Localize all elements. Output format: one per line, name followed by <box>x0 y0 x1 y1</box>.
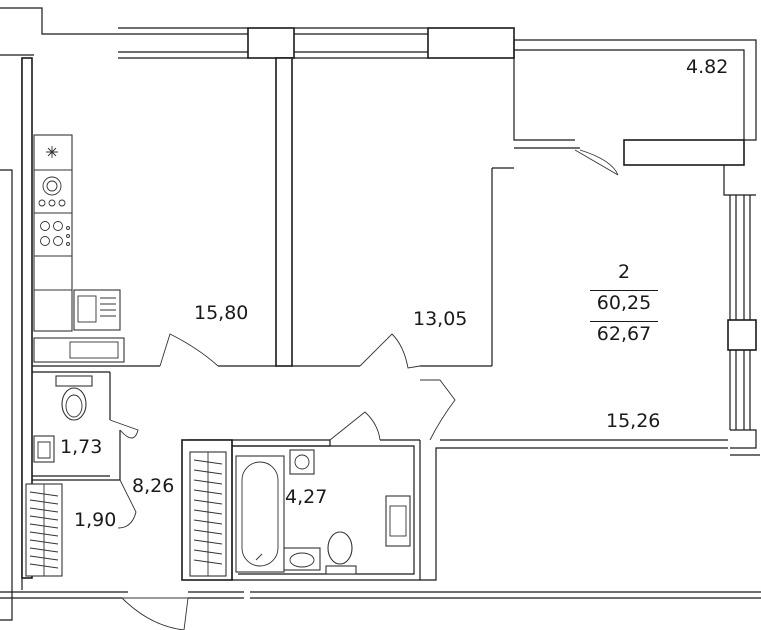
kitchen-unit <box>33 134 73 332</box>
toilet-icon <box>55 375 93 421</box>
hall-area: 8,26 <box>132 475 175 497</box>
living-area: 60,25 <box>596 292 652 314</box>
washing-machine-icon <box>38 176 66 207</box>
total-area: 62,67 <box>596 323 652 345</box>
bath-toilet-icon <box>325 531 357 575</box>
bathtub-icon <box>235 455 285 573</box>
balcony-area: 4.82 <box>686 56 729 78</box>
closet-area: 1,90 <box>74 509 117 531</box>
cabinet <box>33 337 125 363</box>
room-area-main: 15,80 <box>194 302 249 324</box>
kitchen-sink-icon <box>73 289 121 331</box>
washbasin-icon <box>283 547 321 571</box>
living-area-label: 15,26 <box>606 410 661 432</box>
apartment-summary: 2 60,25 62,67 <box>586 263 662 356</box>
room-area-second: 13,05 <box>413 308 468 330</box>
wardrobe-bathroom <box>189 451 227 577</box>
boiler-icon <box>289 449 315 475</box>
bath-cabinet <box>385 495 411 547</box>
toilet-area: 1,73 <box>60 436 103 458</box>
summary-divider-1 <box>590 290 658 291</box>
wardrobe-left <box>25 483 63 577</box>
summary-divider-2 <box>590 321 658 322</box>
rooms-count: 2 <box>617 261 631 283</box>
small-sink-icon <box>33 435 55 463</box>
stove-icon <box>40 221 70 246</box>
bathroom-area: 4,27 <box>285 486 328 508</box>
fridge-icon <box>46 146 58 158</box>
